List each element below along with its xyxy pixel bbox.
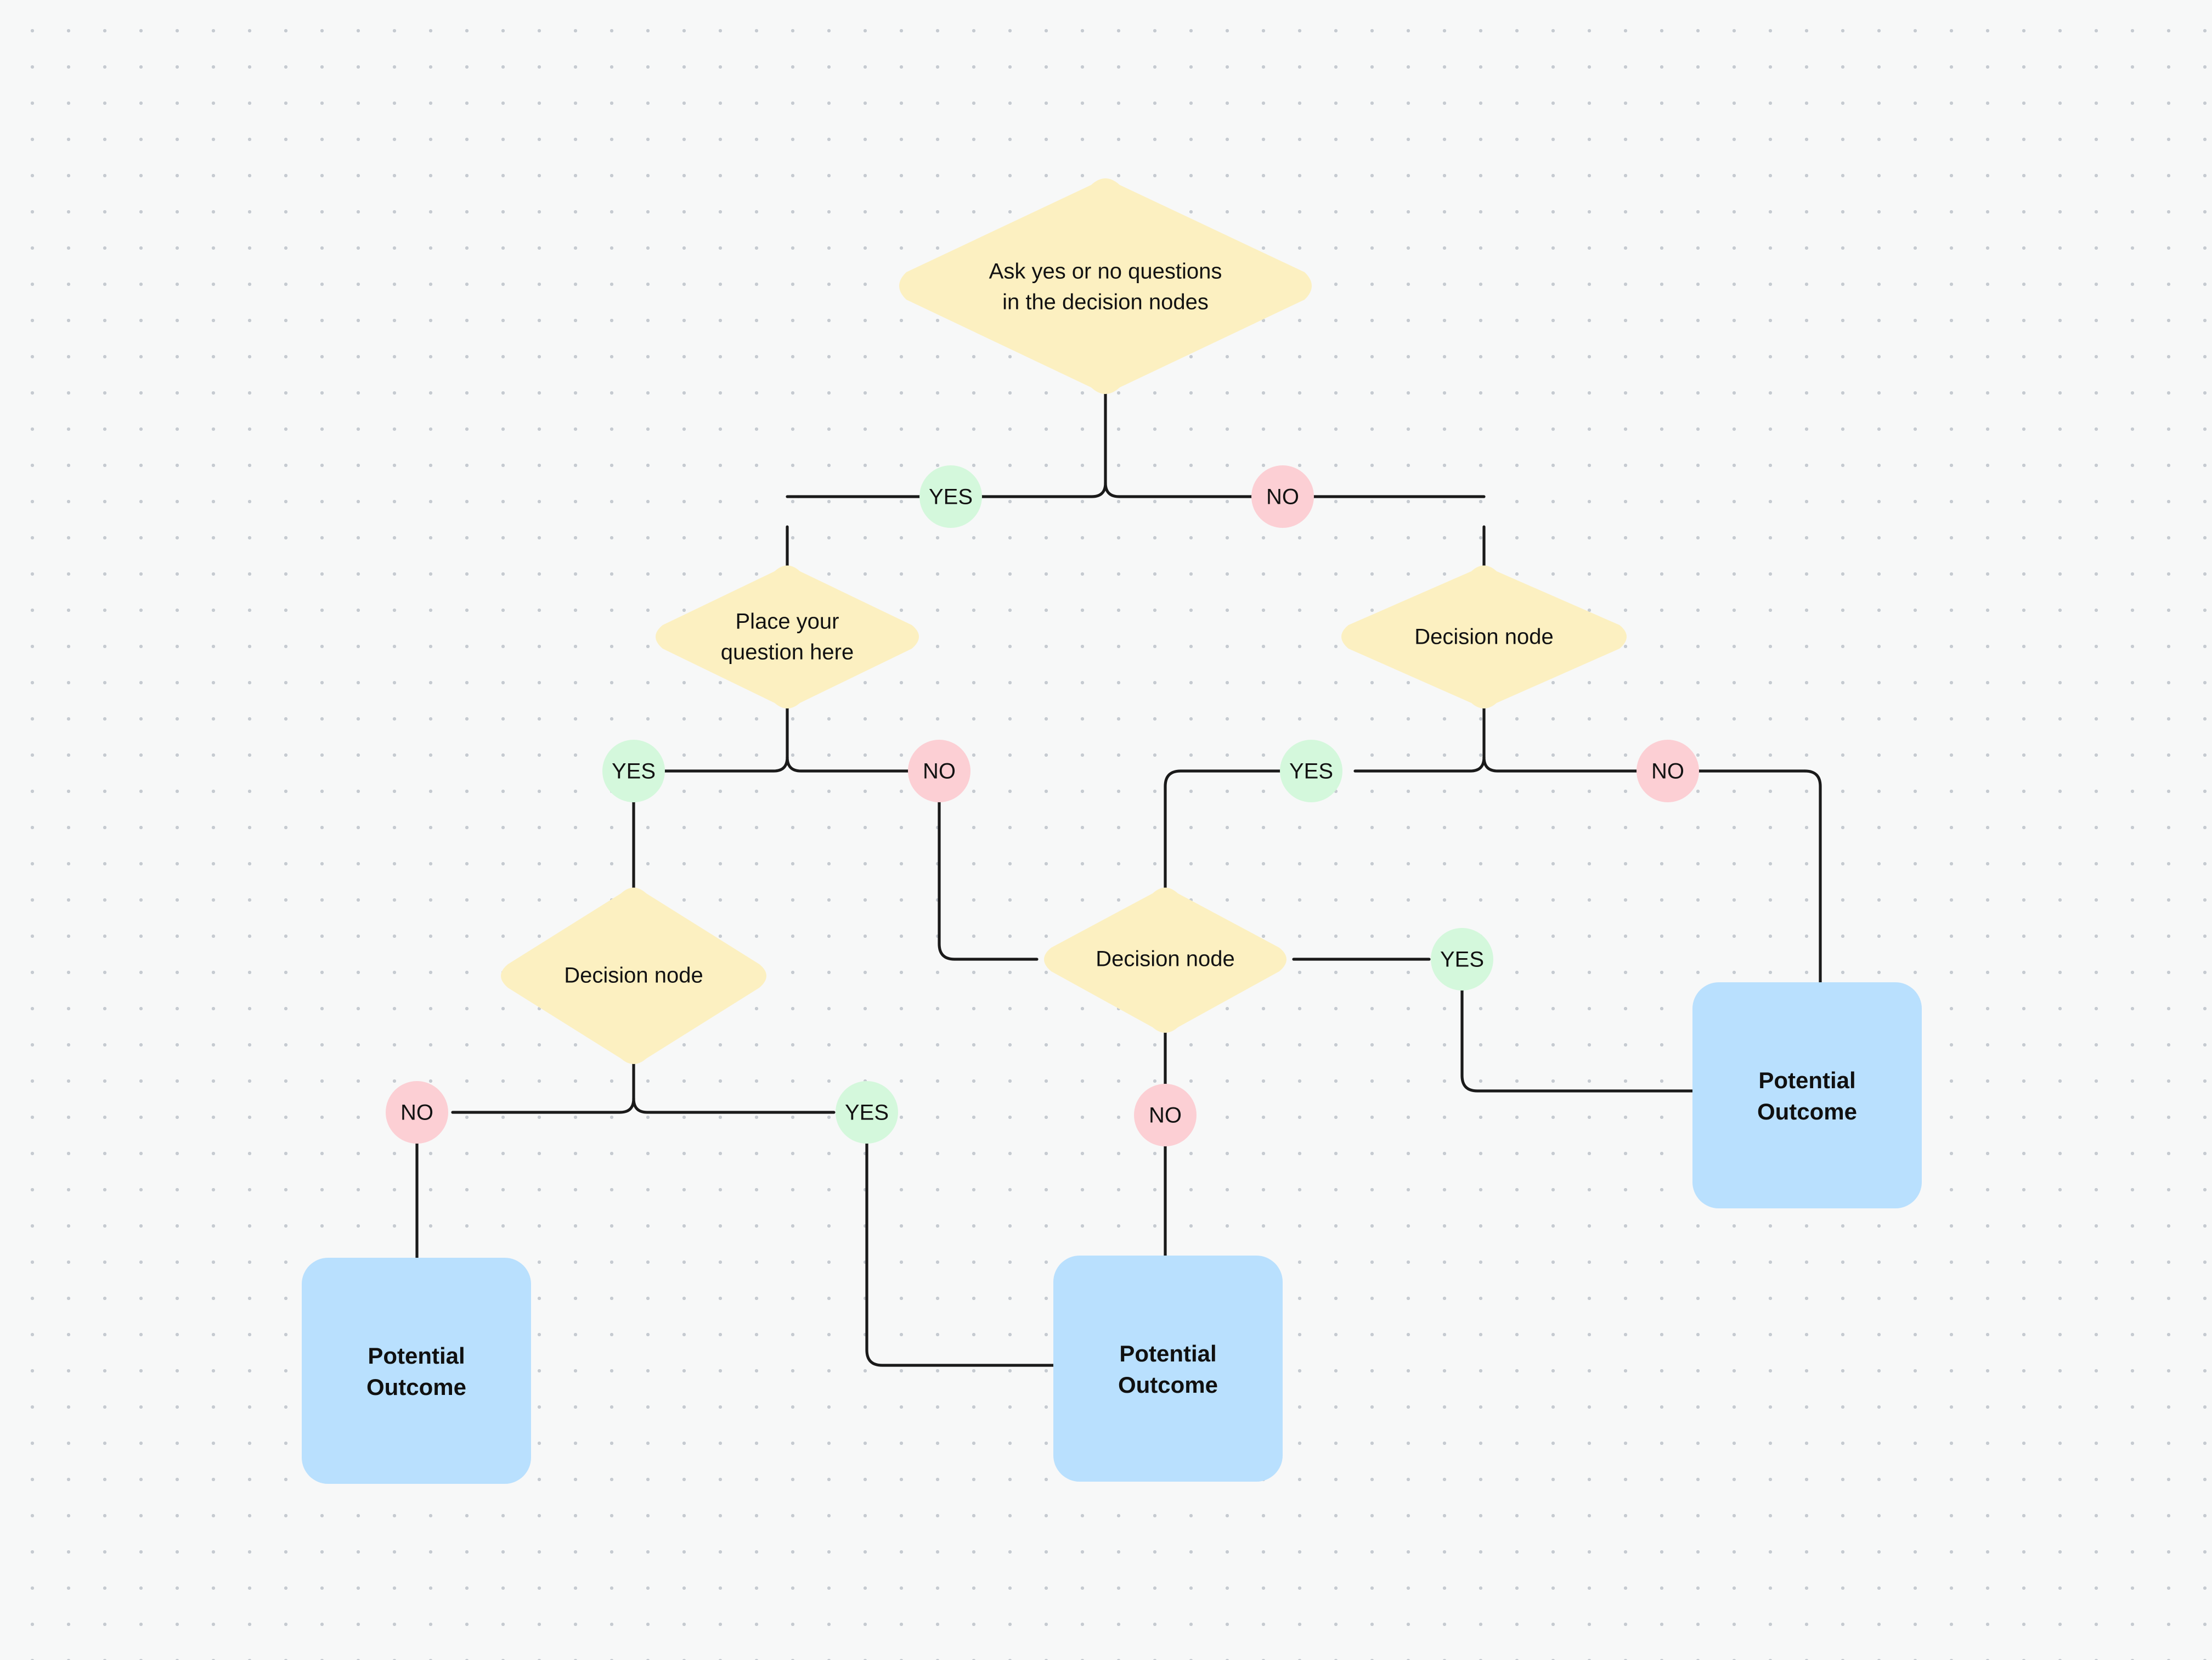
badge-label: NO	[1651, 759, 1684, 784]
badge-circle	[1134, 1084, 1197, 1146]
node-outcome-left[interactable]: Potential Outcome	[302, 1258, 531, 1484]
badge-circle	[386, 1081, 448, 1144]
badge-label: YES	[1289, 759, 1333, 784]
node-outcome-middle-label-line1: Potential	[1119, 1341, 1216, 1366]
edge-qleft-split-left	[659, 756, 789, 773]
diamond-shape	[656, 565, 919, 708]
diamond-shape	[501, 887, 766, 1064]
badge-circle	[1431, 928, 1493, 991]
badge-circle	[836, 1081, 898, 1144]
badge-label: YES	[929, 485, 973, 509]
badge-yes-root[interactable]: YES	[919, 465, 982, 528]
badge-no-decision-center-lower[interactable]: NO	[1134, 1084, 1197, 1146]
node-decision-center[interactable]: Decision node	[1044, 887, 1286, 1033]
badge-no-root[interactable]: NO	[1251, 465, 1314, 528]
badge-circle	[602, 740, 665, 802]
node-outcome-left-label-line2: Outcome	[366, 1374, 466, 1400]
badge-no-decision-left-lower[interactable]: NO	[386, 1081, 448, 1144]
node-root-label-line2: in the decision nodes	[1002, 290, 1209, 314]
diamond-shape	[1341, 565, 1627, 708]
node-decision-right-label: Decision node	[1414, 625, 1554, 649]
diamond-shape	[899, 178, 1312, 394]
edge-qleft-split-right	[786, 756, 912, 773]
badge-circle	[908, 740, 970, 802]
node-outcome-right-label-line2: Outcome	[1757, 1099, 1857, 1124]
badge-yes-decision-left-lower[interactable]: YES	[836, 1081, 898, 1144]
node-root-decision[interactable]: Ask yes or no questions in the decision …	[899, 178, 1312, 394]
edge-layer	[415, 389, 1822, 1367]
node-outcome-left-label-line1: Potential	[368, 1343, 465, 1369]
edge-no3-to-outright	[1803, 769, 1822, 984]
node-question-left-label-line1: Place your	[736, 610, 839, 634]
diamond-shape	[1044, 887, 1286, 1033]
badge-yes-decision-right[interactable]: YES	[1280, 740, 1342, 802]
edge-qright-split-left	[1353, 756, 1486, 773]
outcome-box-shape	[302, 1258, 531, 1484]
edge-yes3-to-dcenter	[1164, 769, 1313, 892]
node-outcome-middle-label-line2: Outcome	[1118, 1372, 1218, 1398]
badge-circle	[919, 465, 982, 528]
node-decision-left-lower[interactable]: Decision node	[501, 887, 766, 1065]
badge-circle	[1280, 740, 1342, 802]
node-root-label-line1: Ask yes or no questions	[989, 260, 1222, 284]
badge-label: YES	[612, 759, 656, 784]
badge-label: YES	[845, 1101, 889, 1125]
node-decision-right[interactable]: Decision node	[1341, 565, 1627, 709]
node-question-left-label-line2: question here	[721, 640, 854, 665]
node-outcome-right[interactable]: Potential Outcome	[1692, 982, 1922, 1208]
edge-no2-to-dcenter	[938, 800, 1039, 961]
edge-yes5-to-outright	[1460, 988, 1694, 1093]
node-question-left[interactable]: Place your question here	[656, 565, 919, 709]
node-decision-left-lower-label: Decision node	[564, 964, 703, 988]
badge-yes-decision-center[interactable]: YES	[1431, 928, 1493, 991]
edge-qright-split-right	[1482, 756, 1656, 773]
badge-yes-question-left[interactable]: YES	[602, 740, 665, 802]
badge-label: NO	[400, 1101, 433, 1125]
node-outcome-middle[interactable]: Potential Outcome	[1053, 1256, 1283, 1482]
outcome-box-shape	[1053, 1256, 1283, 1482]
node-outcome-right-label-line1: Potential	[1758, 1067, 1855, 1093]
edge-dleft-split-right	[632, 1097, 836, 1114]
badge-circle	[1251, 465, 1314, 528]
badge-label: NO	[923, 759, 956, 784]
badge-label: NO	[1149, 1104, 1182, 1128]
badge-no-question-left[interactable]: NO	[908, 740, 970, 802]
edge-root-split-right	[1104, 481, 1486, 498]
badge-circle	[1637, 740, 1699, 802]
edge-yes4-to-outmid	[865, 1141, 1055, 1367]
badge-label: NO	[1266, 485, 1299, 509]
node-decision-center-label: Decision node	[1096, 947, 1235, 971]
edge-dleft-split-left	[451, 1097, 635, 1114]
badge-label: YES	[1440, 948, 1484, 972]
outcome-box-shape	[1692, 982, 1922, 1208]
badge-no-decision-right[interactable]: NO	[1637, 740, 1699, 802]
